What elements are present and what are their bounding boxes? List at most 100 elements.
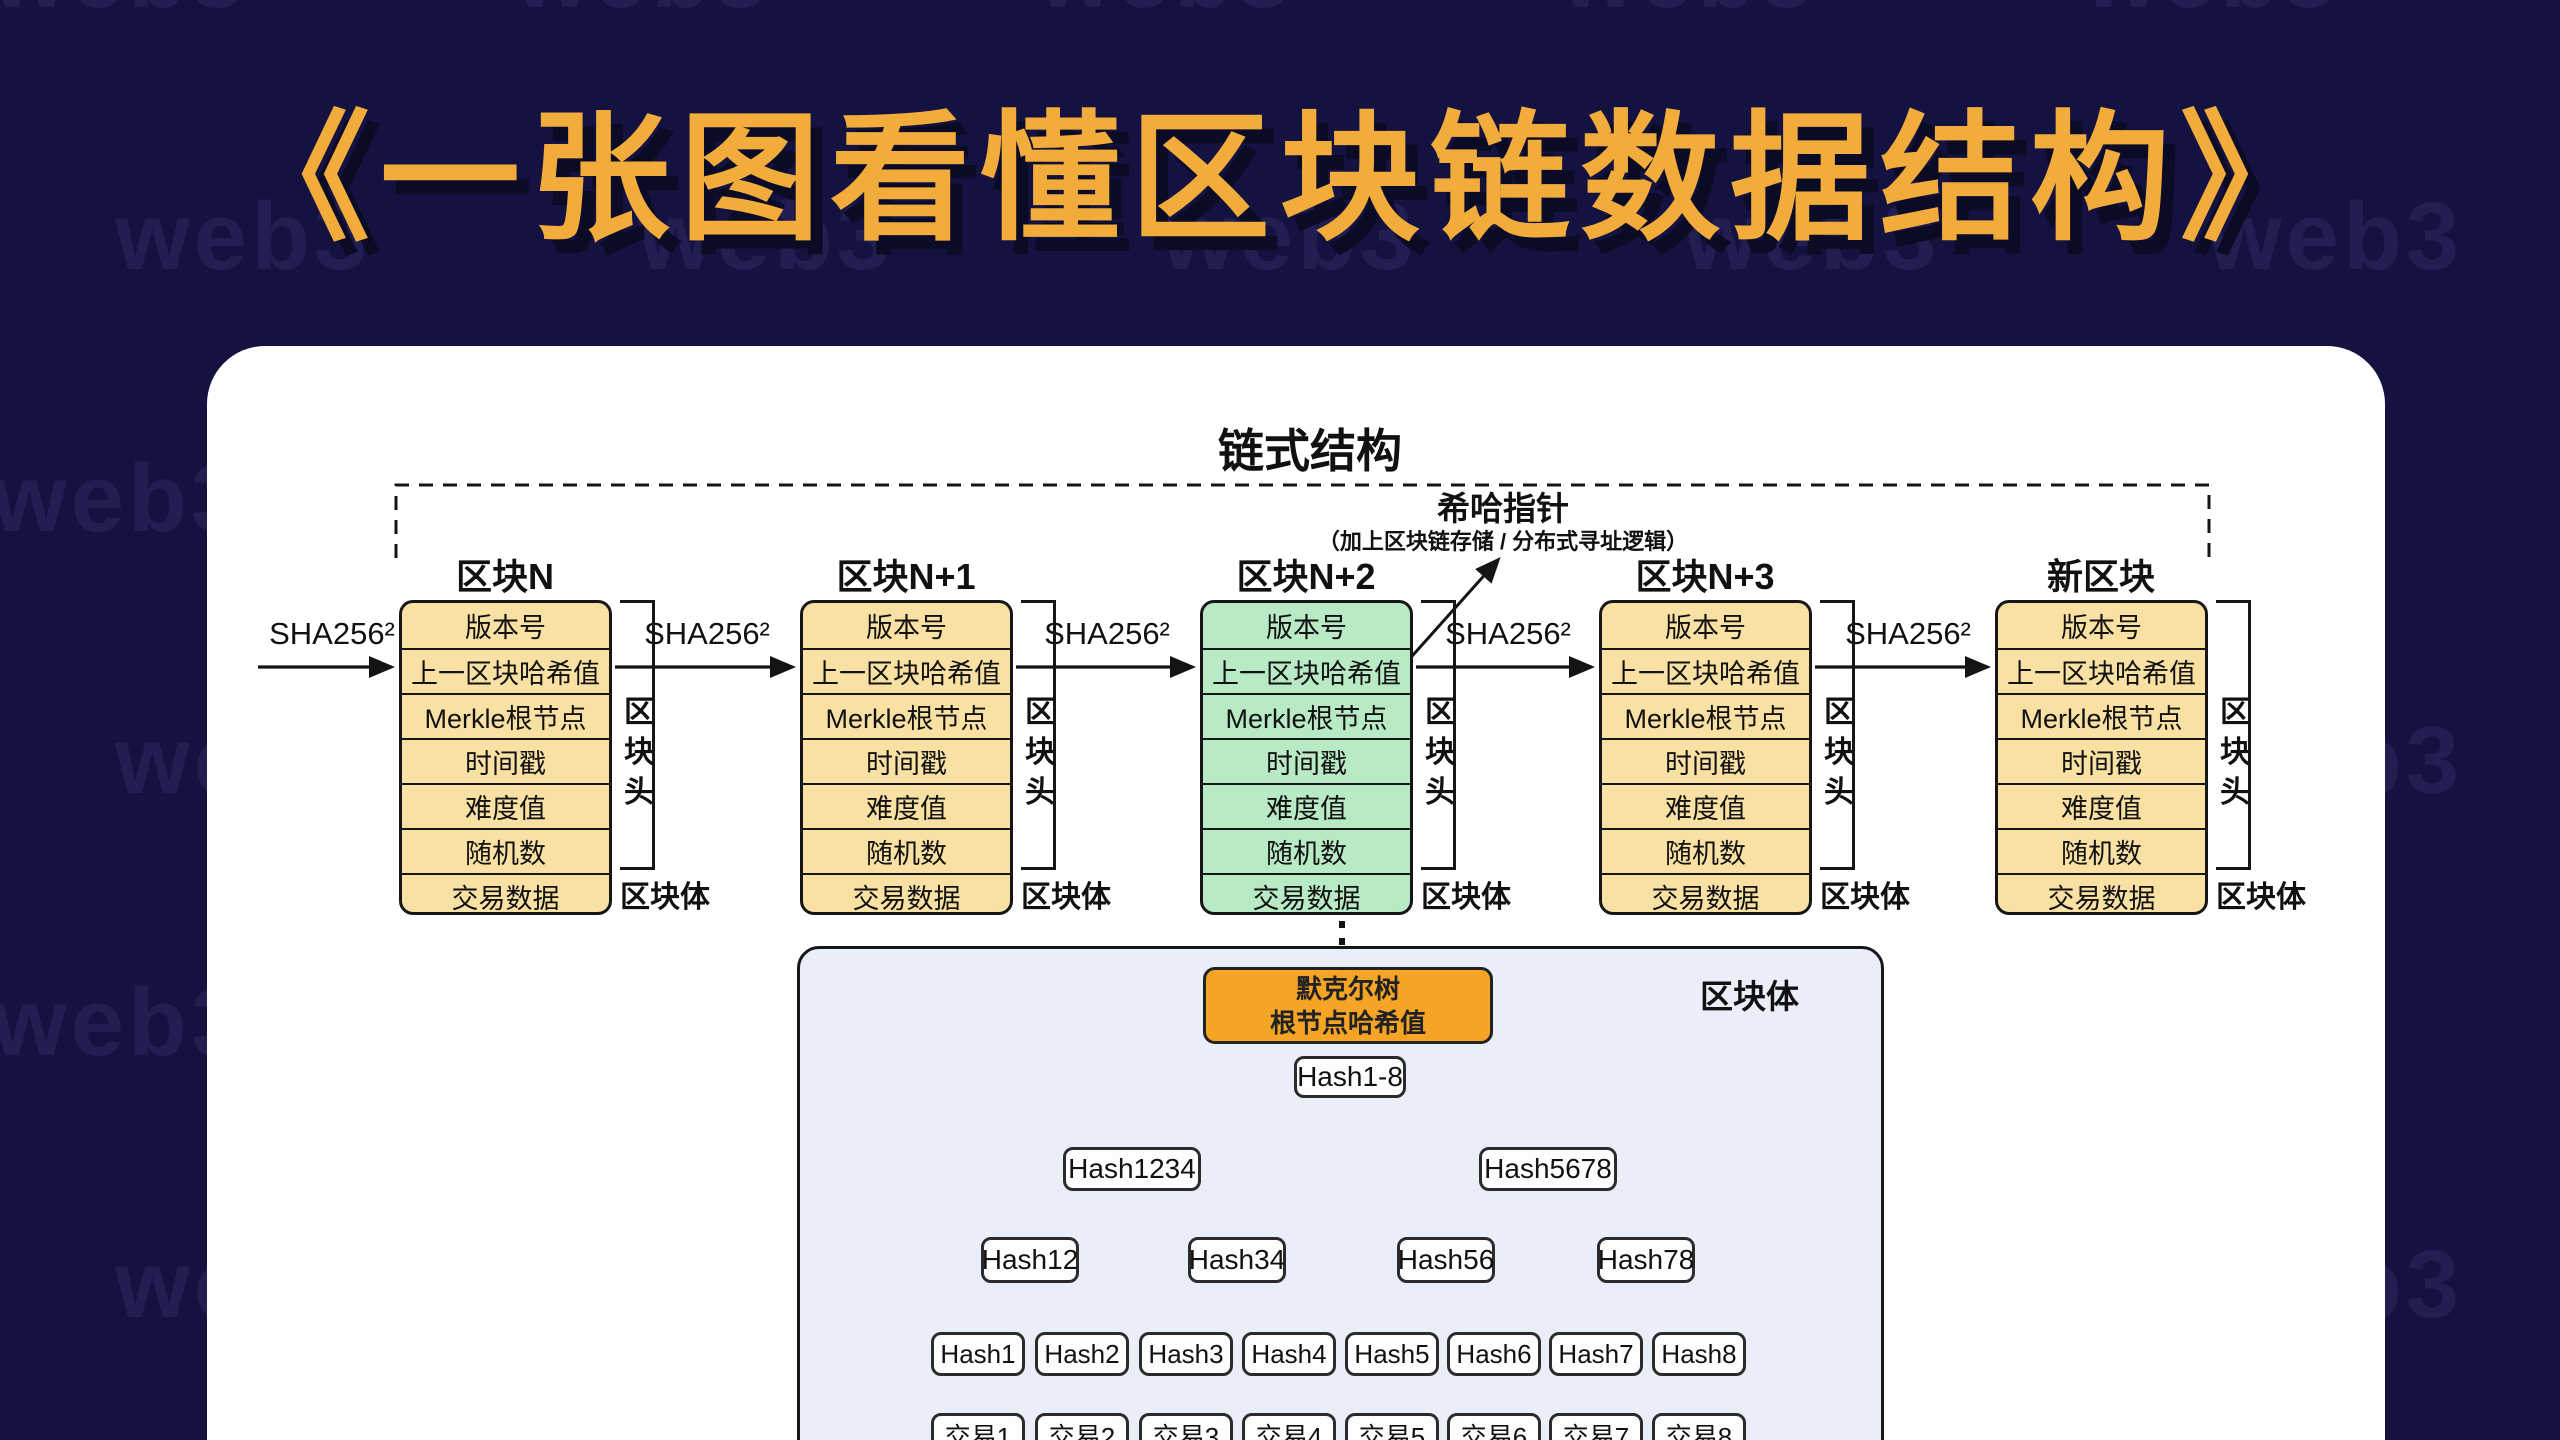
block-header-bracket [1820,600,1855,870]
tree-node: Hash1234 [1063,1147,1201,1191]
block-row: 时间戳 [1602,738,1809,783]
merkle-root-hash-box: 默克尔树 根节点哈希值 [1203,967,1493,1044]
hash-pointer-label: 希哈指针 [1437,490,1569,527]
watermark-text: web3 [0,969,249,1076]
block-row: 随机数 [1998,828,2205,873]
block-row: Merkle根节点 [1998,693,2205,738]
block-body-label: 区块体 [2216,881,2306,914]
merkle-root-box-line1: 默克尔树 [1295,973,1400,1004]
sha256-label: SHA256² [1044,616,1170,651]
sha256-label: SHA256² [269,616,395,651]
block-row: 难度值 [1998,783,2205,828]
block-header-bracket [1021,600,1056,870]
tree-leaf: Hash1 [931,1332,1025,1376]
tree-leaf: Hash3 [1139,1332,1233,1376]
block-row: 上一区块哈希值 [1602,648,1809,693]
block-row: 版本号 [1266,613,1347,643]
block-row: Merkle根节点 [803,693,1010,738]
block-row: 交易数据 [1998,873,2205,912]
block-区块N: 版本号 上一区块哈希值 Merkle根节点 时间戳 难度值 随机数 交易数据 [399,600,612,915]
block-区块N+3: 版本号 上一区块哈希值 Merkle根节点 时间戳 难度值 随机数 交易数据 [1599,600,1812,915]
transaction-node: 交易5 [1345,1413,1439,1440]
block-title: 区块N [456,556,554,597]
watermark-text: web3 [1038,0,1294,30]
block-title: 区块N+3 [1635,556,1775,597]
block-title: 区块N+2 [1236,556,1376,597]
block-header-label: 区块头 [624,696,654,809]
block-title: 区块N+1 [836,556,976,597]
block-row: 上一区块哈希值 [1203,648,1410,693]
block-body-label: 区块体 [620,881,710,914]
block-body-label: 区块体 [1021,881,1111,914]
transaction-node: 交易1 [931,1413,1025,1440]
block-row: 随机数 [1203,828,1410,873]
block-row: Merkle根节点 [1602,693,1809,738]
merkle-panel-label: 区块体 [1700,978,1799,1015]
block-row: 上一区块哈希值 [803,648,1010,693]
tree-leaf: Hash2 [1035,1332,1129,1376]
watermark-text: web3 [638,183,895,290]
tree-leaf: Hash8 [1652,1332,1746,1376]
block-row: 随机数 [803,828,1010,873]
transaction-node: 交易7 [1549,1413,1643,1440]
block-header-bracket [620,600,655,870]
block-row: 时间戳 [1998,738,2205,783]
watermark-text: web3 [2207,183,2464,290]
watermark-text: web3 [115,183,372,290]
transaction-node: 交易2 [1035,1413,1129,1440]
block-row: 交易数据 [402,873,609,912]
block-row: 难度值 [1602,783,1809,828]
block-row: 交易数据 [1203,873,1410,912]
sha256-label: SHA256² [1845,616,1971,651]
tree-node: Hash56 [1397,1237,1495,1283]
block-row: 时间戳 [402,738,609,783]
block-区块N+2: 版本号 上一区块哈希值 Merkle根节点 时间戳 难度值 随机数 交易数据 [1200,600,1413,915]
tree-leaf: Hash7 [1549,1332,1643,1376]
block-row: 交易数据 [1602,873,1809,912]
watermark-text: web3 [515,0,771,30]
transaction-node: 交易4 [1242,1413,1336,1440]
watermark-text: web3 [0,0,248,30]
block-header-bracket [2216,600,2251,870]
tree-node: Hash12 [981,1237,1079,1283]
block-row: 版本号 [866,613,947,643]
tree-node: Hash78 [1597,1237,1695,1283]
chain-structure-heading: 链式结构 [1218,425,1402,477]
tree-leaf: Hash5 [1345,1332,1439,1376]
block-row: 版本号 [1665,613,1746,643]
block-title: 新区块 [2046,556,2155,597]
block-row: 时间戳 [803,738,1010,783]
watermark-text: web3 [2084,0,2340,30]
block-header-label: 区块头 [1025,696,1055,809]
block-body-label: 区块体 [1820,881,1910,914]
tree-node: Hash34 [1188,1237,1286,1283]
block-body-label: 区块体 [1421,881,1511,914]
transaction-node: 交易3 [1139,1413,1233,1440]
block-row: Merkle根节点 [402,693,609,738]
block-header-label: 区块头 [1425,696,1455,809]
page-title: 《一张图看懂区块链数据结构》 [229,100,2330,257]
block-row: 交易数据 [803,873,1010,912]
transaction-node: 交易8 [1652,1413,1746,1440]
tree-leaf: Hash4 [1242,1332,1336,1376]
block-row: 随机数 [1602,828,1809,873]
block-row: 版本号 [465,613,546,643]
block-row: 难度值 [1203,783,1410,828]
block-row: 随机数 [402,828,609,873]
block-row: 上一区块哈希值 [402,648,609,693]
block-row: 版本号 [2061,613,2142,643]
block-row: 难度值 [402,783,609,828]
watermark-text: web3 [1684,183,1941,290]
transaction-node: 交易6 [1447,1413,1541,1440]
block-row: 难度值 [803,783,1010,828]
block-row: Merkle根节点 [1203,693,1410,738]
watermark-text: web3 [1161,183,1418,290]
tree-node: Hash5678 [1479,1147,1617,1191]
tree-node-root: Hash1-8 [1294,1056,1406,1098]
watermark-text: web3 [1561,0,1817,30]
block-row: 上一区块哈希值 [1998,648,2205,693]
watermark-text: web3 [0,445,249,552]
block-区块N+1: 版本号 上一区块哈希值 Merkle根节点 时间戳 难度值 随机数 交易数据 [800,600,1013,915]
sha256-label: SHA256² [644,616,770,651]
